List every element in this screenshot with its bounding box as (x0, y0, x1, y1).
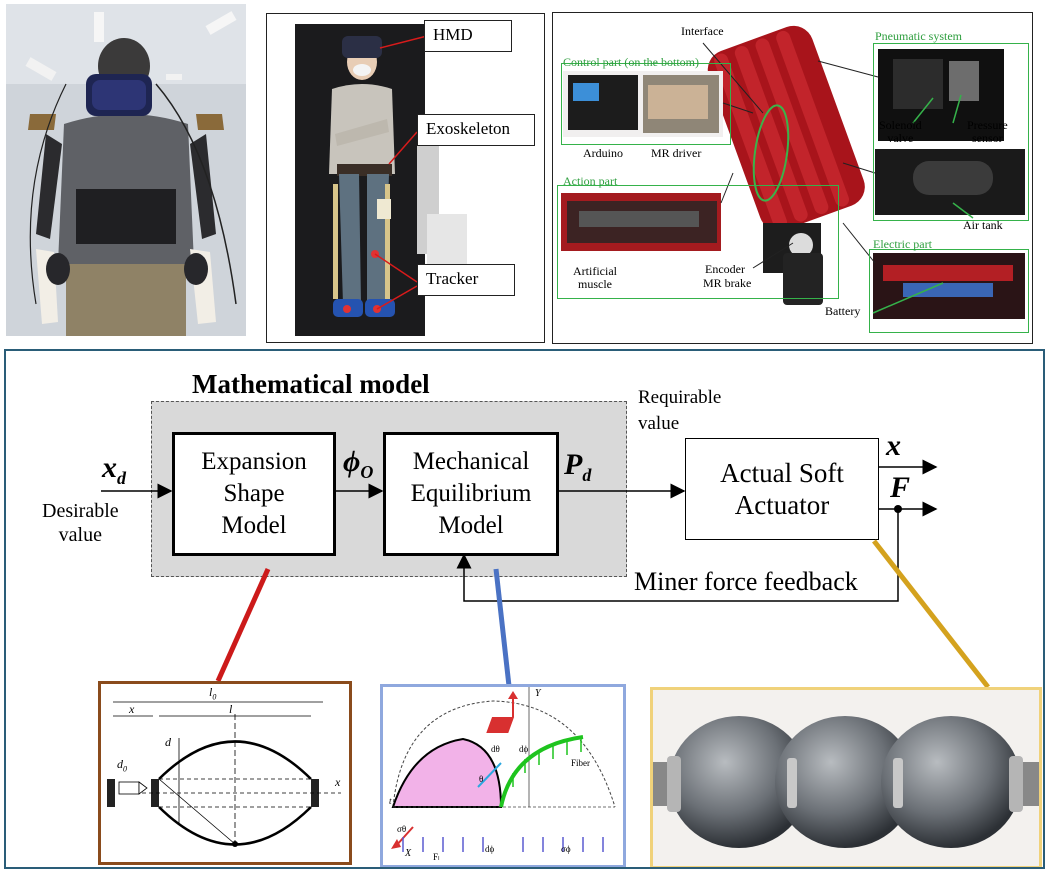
shape-x-axis-label: x (335, 775, 341, 789)
equilibrium-diagram: Y X Fiber dθ dϕ θ σθ σϕ Fₗ t dϕ (380, 684, 626, 867)
user-exoskeleton-illustration (6, 4, 246, 336)
phi-main: ϕ (343, 445, 361, 478)
output-x-label: x (886, 429, 901, 462)
shape-l-label: l (229, 702, 233, 716)
eq-sigma-theta: σθ (397, 824, 407, 834)
actuator-photo (650, 687, 1042, 867)
electric-part-label: Electric part (873, 237, 932, 251)
dc-label: d (165, 735, 171, 749)
p-symbol: Pd (564, 448, 591, 486)
control-part-frame (561, 63, 731, 145)
p-main: P (564, 448, 583, 481)
device-components-panel: Interface Control part (on the bottom) A… (552, 12, 1033, 344)
shape-x-label: x (129, 702, 135, 716)
p-subscript: d (582, 465, 592, 485)
mr-brake-label: MR brake (703, 276, 752, 290)
full-body-illustration (295, 24, 467, 336)
desirable-value-label: Desirable value (42, 500, 119, 546)
air-tank-label: Air tank (963, 218, 1003, 232)
phi-symbol: ϕO (343, 445, 373, 483)
eq-dphi: dϕ (519, 744, 529, 754)
mathematical-model-title: Mathematical model (192, 369, 430, 399)
signal-flow-arrows (101, 459, 990, 689)
requirable-value-label: Requirable value (638, 387, 722, 434)
expansion-shape-drawing (107, 701, 341, 847)
expansion-shape-model-block: Expansion Shape Model (172, 432, 336, 556)
interface-label: Interface (681, 24, 724, 38)
pneumatic-system-label: Pneumatic system (875, 29, 962, 43)
action-part-label: Action part (563, 174, 618, 188)
artificial-muscle-label: Artificial muscle (573, 264, 617, 291)
eq-d-phi-bottom: dϕ (485, 844, 495, 854)
pressure-sensor-label: Pressure sensor (967, 118, 1008, 145)
photo-user-exoskeleton (6, 4, 246, 336)
eq-fiber: Fiber (571, 758, 590, 768)
miner-force-feedback-label: Miner force feedback (634, 567, 858, 596)
pneumatic-frame (873, 43, 1029, 221)
encoder-label: Encoder (705, 262, 745, 276)
actuator-balloon-drawing (653, 716, 1039, 848)
action-part-frame (557, 185, 839, 299)
input-x: x (102, 451, 117, 484)
eq-x-axis: X (405, 848, 412, 859)
solenoid-valve-label: Solenoid valve (879, 118, 922, 145)
eq-sigma-phi: σϕ (561, 844, 571, 854)
input-subscript: d (117, 468, 126, 488)
equilibrium-drawing (391, 687, 616, 852)
l0-label: l0 (209, 685, 217, 702)
electric-frame (869, 249, 1029, 333)
expansion-shape-diagram: l0 x l d0 d x (98, 681, 352, 865)
eq-t: t (389, 796, 392, 806)
tracker-callout: Tracker (417, 264, 515, 296)
photo-full-body-system: HMD Exoskeleton Tracker (266, 13, 545, 343)
eq-fc: Fₗ (433, 852, 440, 862)
arduino-label: Arduino (583, 146, 623, 160)
phi-subscript: O (360, 462, 374, 482)
mr-driver-label: MR driver (651, 146, 702, 160)
control-diagram-panel: Mathematical model Expansion Shape Model… (4, 349, 1045, 869)
control-part-label: Control part (on the bottom) (563, 55, 699, 69)
d0-label: d0 (117, 757, 127, 774)
eq-dtheta: dθ (491, 744, 500, 754)
battery-label: Battery (825, 304, 861, 318)
mechanical-equilibrium-model-block: Mechanical Equilibrium Model (383, 432, 559, 556)
output-f-label: F (890, 471, 911, 504)
hmd-callout: HMD (424, 20, 512, 52)
actual-soft-actuator-block: Actual Soft Actuator (685, 438, 879, 540)
device-illustration (561, 25, 1025, 319)
exoskeleton-callout: Exoskeleton (417, 114, 535, 146)
input-symbol: xd (102, 451, 126, 489)
eq-theta: θ (479, 774, 484, 784)
eq-y-axis: Y (535, 688, 541, 699)
